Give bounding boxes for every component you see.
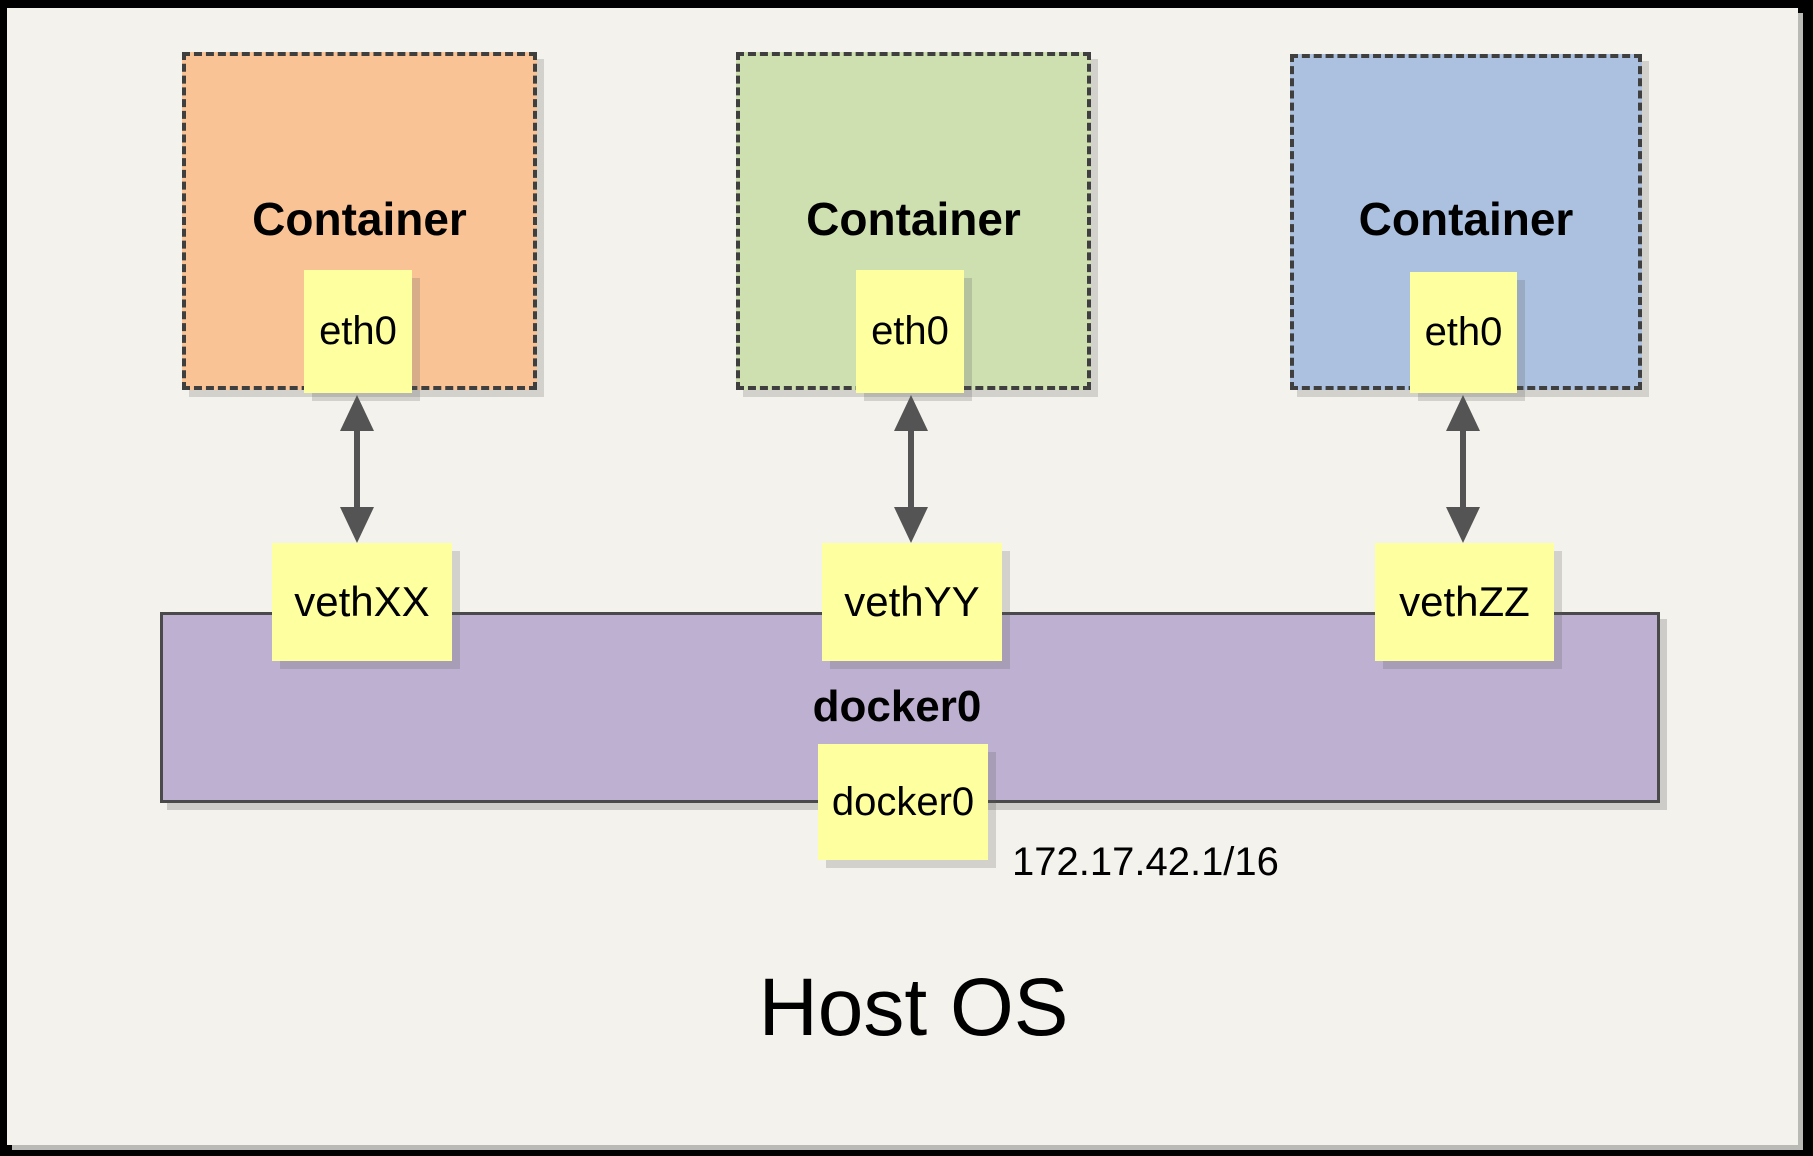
veth-link-arrow-2 [894,395,928,543]
container-label-2: Container [806,193,1021,245]
container-label-1: Container [252,193,467,245]
veth-label-2: vethYY [844,578,980,625]
eth0-label-3: eth0 [1424,310,1503,354]
docker0-bridge-label: docker0 [812,682,982,731]
eth0-label-1: eth0 [319,309,397,353]
veth-box-2: vethYY [822,543,1002,661]
arrow-shaft [1460,421,1466,517]
arrow-down-head-icon [340,507,374,543]
eth0-box-3: eth0 [1410,272,1517,393]
veth-label-3: vethZZ [1399,578,1530,625]
diagram-canvas: Container Container Container docker0 et… [7,8,1798,1145]
bridge-ip-label: 172.17.42.1/16 [1012,840,1279,884]
docker0-interface-box: docker0 [818,744,988,860]
arrow-down-head-icon [894,507,928,543]
docker0-interface-label: docker0 [831,779,975,824]
eth0-box-1: eth0 [304,270,412,393]
veth-label-1: vethXX [294,578,430,625]
veth-box-1: vethXX [272,543,452,661]
arrow-shaft [908,421,914,517]
arrow-down-head-icon [1446,507,1480,543]
veth-link-arrow-1 [340,395,374,543]
eth0-label-2: eth0 [871,309,949,353]
arrow-shaft [354,421,360,517]
eth0-box-2: eth0 [856,270,964,393]
veth-box-3: vethZZ [1375,543,1554,661]
container-label-3: Container [1358,193,1574,245]
host-os-label: Host OS [758,962,1069,1053]
veth-link-arrow-3 [1446,395,1480,543]
